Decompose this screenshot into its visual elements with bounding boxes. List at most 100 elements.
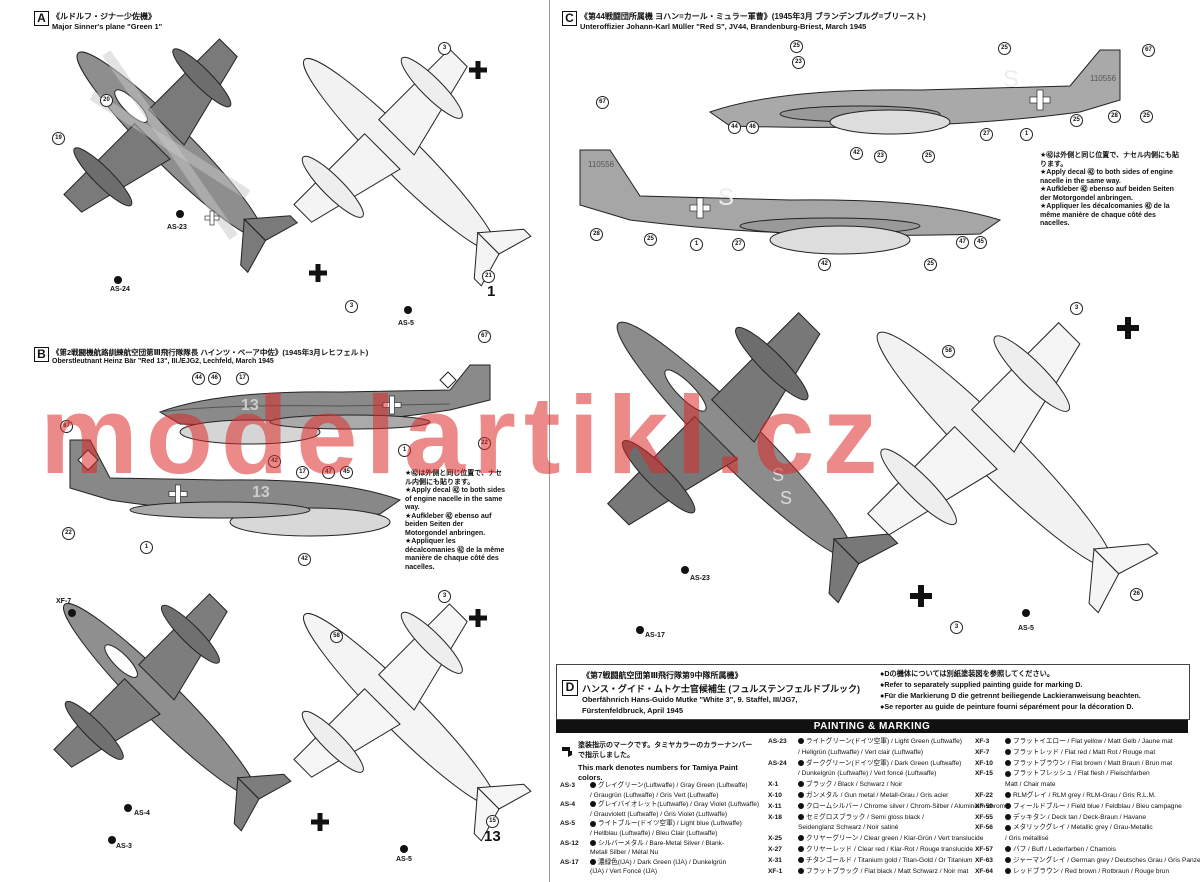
callout-c-23a: 23 [792, 56, 805, 69]
paint-dot-icon [798, 846, 804, 853]
as4-label: AS-4 [134, 810, 150, 817]
callout-b-42a: 42 [268, 455, 281, 468]
xf7-dot [68, 609, 76, 617]
callout-c-42a: 42 [850, 147, 863, 160]
paint-code: XF-63 [975, 856, 993, 864]
callout-c-25c: 25 [1070, 114, 1083, 127]
paint-name: (IJA) / Vert Foncé (IJA) [590, 868, 658, 876]
paint-dot-icon [1005, 770, 1011, 777]
panel-c-note-jp: ★㊷は外側と同じ位置で、ナセル内側にも貼ります。 [1040, 152, 1179, 168]
callout-c-25g: 25 [924, 258, 937, 271]
paint-name: グレイバイオレット(Luftwaffe) / Gray Violet (Luft… [598, 801, 760, 809]
callout-c-26: 26 [1130, 588, 1143, 601]
panel-c-plan-s1: S [772, 465, 785, 485]
paint-name: RLMグレイ / RLM grey / RLM-Grau / Gris R.L.… [1013, 792, 1156, 799]
callout-c-47: 47 [956, 236, 969, 249]
paint-code: X-11 [768, 802, 782, 810]
callout-a-3: 3 [438, 42, 451, 55]
paint-name: フィールドブルー / Field blue / Feldblau / Bleu … [1013, 802, 1182, 810]
paint-code: XF-64 [975, 867, 993, 875]
panel-c-letter: C [562, 11, 577, 26]
paint-row: XF-15 フラットフレッシュ / Flat flesh / Fleischfar… [975, 770, 1150, 778]
panel-b-number: 13 [484, 828, 501, 845]
center-divider [549, 0, 550, 882]
panel-c-plan-s2: S [780, 488, 793, 508]
callout-b-15: 15 [486, 815, 499, 828]
paint-row: / Grauviolett (Luftwaffe) / Gris Violet … [560, 811, 727, 819]
panel-d-ref-fr: ●Se reporter au guide de peinture fourni… [880, 702, 1134, 711]
paint-code: XF-15 [975, 770, 993, 778]
panel-d-ref-en: ●Refer to separately supplied painting g… [880, 680, 1083, 689]
paint-code: XF-7 [975, 748, 990, 756]
paint-code: XF-56 [975, 824, 993, 832]
paint-row: Metall Silber / Métal Nu [560, 849, 658, 857]
paint-name: セミグロスブラック / Semi gloss black / [806, 813, 924, 821]
paint-name: フラットフレッシュ / Flat flesh / Fleischfarben [1013, 770, 1150, 778]
paint-dot-icon [1005, 803, 1011, 810]
paint-row: / Hellgrün (Luftwaffe) / Vert clair (Luf… [768, 749, 923, 757]
paint-name: クロームシルバー / Chrome silver / Chrom-Silber … [806, 802, 1009, 810]
as3-label: AS-3 [116, 843, 132, 850]
callout-b-17b: 17 [296, 466, 309, 479]
callout-c-25b: 25 [998, 42, 1011, 55]
panel-b-letter: B [34, 347, 49, 362]
panel-b-number-13-lower: 13 [252, 484, 270, 501]
panel-d-title-en: Oberfähnrich Hans-Guido Mutke "White 3",… [582, 695, 798, 704]
paint-name: ライトグリーン(ドイツ空軍) / Light Green (Luftwaffe) [806, 738, 963, 745]
paint-code: AS-24 [768, 759, 787, 767]
callout-b-42b: 42 [298, 553, 311, 566]
panel-b-number-13-upper: 13 [241, 397, 259, 414]
callout-c-3a: 3 [1070, 302, 1083, 315]
panel-b-note-jp: ★㊷は外側と同じ位置で、ナセル内側にも貼ります。 [405, 470, 502, 486]
paint-row: XF-1 フラットブラック / Flat black / Matt Schwarz… [768, 868, 968, 876]
paint-code: AS-5 [560, 820, 576, 828]
paint-dot-icon [1005, 846, 1011, 853]
callout-c-23b: 23 [874, 150, 887, 163]
panel-c-serial-lower: 110556 [588, 160, 615, 169]
panel-c-title-en: Unteroffizier Johann-Karl Müller "Red S"… [580, 22, 867, 31]
as24-label-a: AS-24 [110, 286, 130, 293]
as23-dot-c [681, 566, 689, 574]
painting-intro-en: This mark denotes numbers for Tamiya Pai… [578, 763, 738, 782]
paint-name: デッキタン / Deck tan / Deck-Braun / Havane [1013, 813, 1147, 821]
callout-c-67a: 67 [596, 96, 609, 109]
as5-dot-b [400, 845, 408, 853]
panel-a-number: 1 [487, 283, 496, 300]
paint-name: フラットブラック / Flat black / Matt Schwarz / N… [806, 867, 969, 875]
as23-label-c: AS-23 [690, 575, 710, 582]
paint-row: / Graugrün (Luftwaffe) / Gris Vert (Luft… [560, 792, 718, 800]
callout-c-25d: 25 [1140, 110, 1153, 123]
callout-a-21: 21 [482, 270, 495, 283]
panel-b-note-en: ★Apply decal ㊷ to both sides of engine n… [405, 487, 506, 511]
paint-dot-icon [798, 738, 804, 745]
paint-name: チタンゴールド / Titanium gold / Titan-Gold / O… [806, 856, 973, 864]
panel-b-note-fr: ★Appliquer les décalcomanies ㊷ de la mêm… [405, 538, 505, 571]
paint-row: Matt / Chair mate [975, 781, 1056, 789]
as5-label-a: AS-5 [398, 320, 414, 327]
panel-c-note: ★㊷は外側と同じ位置で、ナセル内側にも貼ります。 ★Apply decal ㊷ … [1040, 152, 1180, 229]
callout-c-25f: 25 [644, 233, 657, 246]
paint-code: X-31 [768, 856, 782, 864]
paint-row: Seidenglanz Schwarz / Noir satiné [768, 824, 898, 832]
paint-row: XF-64 レッドブラウン / Red brown / Rotbraun / Ro… [975, 868, 1169, 876]
panel-c-side-views [579, 49, 1121, 255]
paint-name: グレイグリーン(Luftwaffe) / Gray Green (Luftwaf… [598, 782, 748, 789]
paint-name: シルバーメタル / Bare-Metal Silver / Blank- [598, 839, 725, 847]
paint-name: レッドブラウン / Red brown / Rotbraun / Rouge b… [1013, 867, 1170, 875]
callout-b-67b: 67 [60, 420, 73, 433]
callout-a-20: 20 [100, 94, 113, 107]
callout-c-28a: 28 [1108, 110, 1121, 123]
paint-code: AS-17 [560, 858, 579, 866]
callout-b-17a: 17 [236, 372, 249, 385]
paint-code: XF-1 [768, 867, 783, 875]
paint-dot-icon [1005, 738, 1011, 745]
